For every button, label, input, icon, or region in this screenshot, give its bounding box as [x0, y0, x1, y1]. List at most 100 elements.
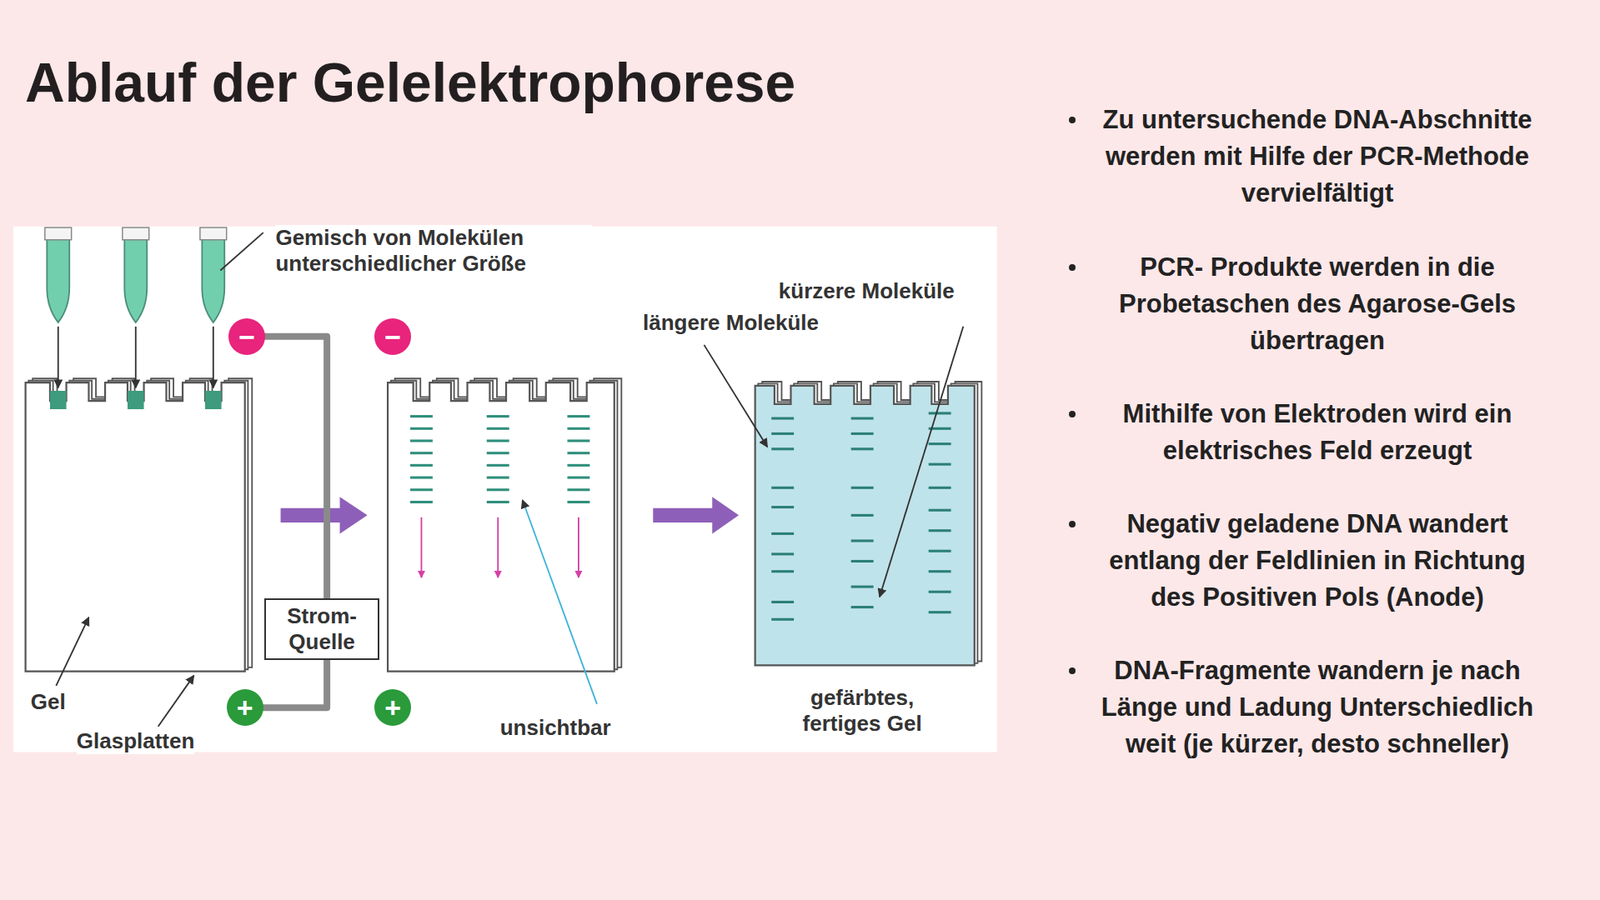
stained-band: [928, 509, 952, 512]
stained-band: [928, 611, 952, 614]
migration-arrow: [421, 517, 423, 578]
bullet-dot: [1068, 411, 1076, 418]
gel-slab: [387, 382, 615, 673]
stained-band: [771, 570, 794, 573]
invisible-band: [486, 439, 510, 442]
invisible-band: [566, 427, 590, 431]
invisible-band: [566, 439, 590, 442]
stained-band: [851, 447, 874, 451]
tube-cap: [45, 227, 72, 241]
illustration-label: längere Moleküle: [642, 310, 819, 337]
illustration-label: gefärbtes, fertiges Gel: [774, 685, 950, 738]
power-wire: [265, 336, 327, 600]
stained-band: [928, 463, 952, 467]
stained-band: [851, 539, 874, 542]
electrode-pole: +: [226, 689, 264, 727]
stained-band: [851, 432, 874, 436]
pole-sign: −: [384, 322, 402, 352]
sample-tube: [201, 236, 225, 323]
invisible-band: [410, 464, 433, 467]
tube-cap: [200, 227, 227, 241]
page-title: Ablauf der Gelelektrophorese: [25, 55, 796, 111]
invisible-band: [410, 427, 433, 431]
illustration-label: Gemisch von Molekülen unterschiedlicher …: [275, 225, 592, 277]
stained-band: [771, 486, 794, 490]
invisible-band: [486, 476, 510, 480]
invisible-band: [486, 501, 510, 504]
invisible-band: [486, 488, 510, 492]
migration-arrow: [577, 517, 580, 578]
pole-sign: −: [238, 322, 256, 352]
loading-arrow: [135, 326, 137, 388]
stained-band: [771, 417, 794, 421]
stained-band: [928, 570, 952, 573]
stained-band: [851, 606, 874, 609]
power-source-box: Strom- Quelle: [264, 598, 380, 661]
invisible-band: [566, 415, 590, 418]
leader-line: [522, 500, 597, 705]
illustration-ground: [13, 226, 998, 753]
stained-band: [771, 432, 794, 436]
bullet-text: DNA-Fragmente wandern je nach Länge und …: [1083, 652, 1551, 763]
loading-arrow: [212, 326, 215, 388]
stained-band: [928, 411, 952, 415]
invisible-band: [566, 476, 590, 480]
bullet-dot: [1068, 116, 1076, 124]
invisible-band: [410, 451, 433, 455]
stained-band: [928, 550, 952, 553]
leader-lines: [55, 232, 964, 728]
migration-arrow: [496, 517, 499, 578]
stained-band: [851, 560, 874, 563]
bullet-text: Negativ geladene DNA wandert entlang der…: [1083, 506, 1551, 617]
bullet-dot: [1068, 667, 1076, 675]
invisible-band: [410, 415, 433, 418]
stained-band: [851, 417, 874, 421]
stained-band: [928, 442, 952, 446]
bullet-text: Zu untersuchende DNA-Abschnitte werden m…: [1083, 101, 1551, 212]
invisible-band: [566, 488, 590, 492]
loading-arrow: [57, 326, 60, 388]
invisible-band: [566, 501, 590, 504]
gel-slab: [755, 386, 975, 667]
invisible-band: [486, 464, 510, 467]
stained-band: [928, 529, 952, 532]
sample-tube: [46, 236, 70, 323]
bullet-dot: [1068, 521, 1076, 528]
bullet-text: Mithilfe von Elektroden wird ein elektri…: [1083, 396, 1551, 470]
invisible-band: [410, 476, 433, 480]
loaded-sample: [127, 391, 145, 410]
pole-sign: +: [384, 693, 402, 723]
source-label: Strom- Quelle: [270, 603, 373, 656]
invisible-band: [410, 439, 433, 442]
illustration-label: unsichtbar: [500, 715, 612, 742]
invisible-band: [566, 464, 590, 467]
power-wire: [263, 660, 327, 708]
stained-band: [851, 486, 874, 490]
step-arrow: [652, 496, 739, 534]
stained-band: [851, 514, 874, 517]
loaded-sample: [50, 391, 67, 410]
stained-band: [928, 486, 952, 490]
stained-band: [771, 601, 794, 604]
stained-band: [771, 506, 794, 509]
invisible-band: [566, 451, 590, 455]
stained-band: [771, 552, 794, 556]
gel-slab: [25, 382, 246, 673]
loaded-sample: [205, 391, 222, 410]
invisible-band: [410, 501, 433, 504]
invisible-band: [486, 415, 510, 418]
invisible-band: [486, 427, 510, 431]
tube-cap: [122, 227, 150, 241]
invisible-band: [486, 451, 510, 455]
illustration-label: kürzere Moleküle: [778, 278, 955, 305]
bullet-text: PCR- Produkte werden in die Probetaschen…: [1083, 249, 1551, 360]
stained-band: [928, 591, 952, 594]
stained-band: [851, 586, 874, 589]
electrode-pole: −: [374, 318, 412, 356]
electrode-pole: −: [228, 318, 266, 356]
illustration-label: Gel: [30, 689, 66, 716]
stained-band: [771, 532, 794, 536]
sample-tube: [124, 236, 147, 323]
invisible-band: [410, 488, 433, 492]
bullet-dot: [1068, 264, 1076, 271]
